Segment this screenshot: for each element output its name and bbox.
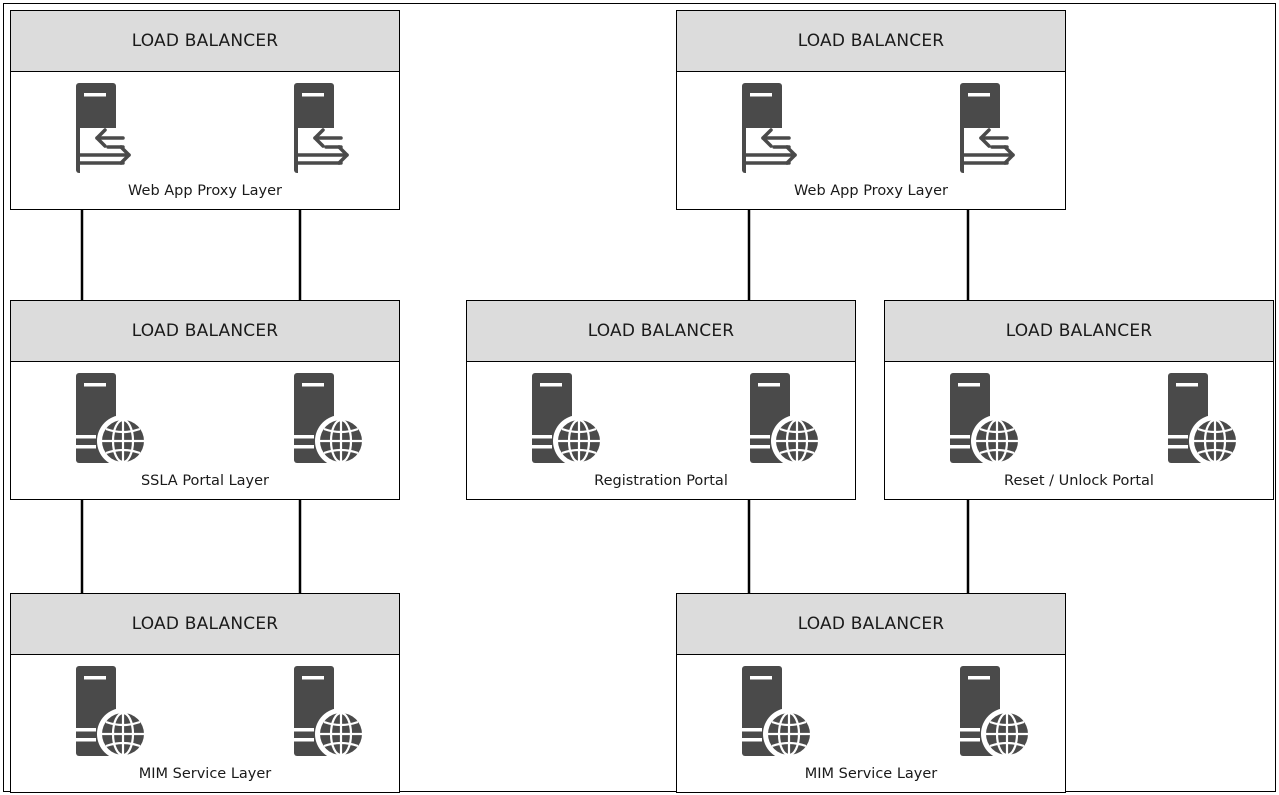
layer-label: MIM Service Layer: [804, 766, 938, 782]
web-server-icon: [729, 666, 829, 766]
load-balancer-header: LOAD BALANCER: [885, 301, 1273, 362]
mim-service-layer-box: LOAD BALANCER MIM Service Layer: [10, 593, 400, 793]
layer-label: Web App Proxy Layer: [128, 183, 282, 199]
web-server-icon: [63, 373, 163, 473]
web-server-icon: [281, 666, 381, 766]
mim-service-layer-box: LOAD BALANCER MIM Service Layer: [676, 593, 1066, 793]
layer-label: Reset / Unlock Portal: [1004, 473, 1154, 489]
proxy-server-icon: [947, 83, 1047, 183]
proxy-server-icon: [729, 83, 829, 183]
reset-unlock-portal-box: LOAD BALANCER Reset / Unlock Portal: [884, 300, 1274, 500]
load-balancer-header: LOAD BALANCER: [11, 11, 399, 72]
web-server-icon: [937, 373, 1037, 473]
layer-label: Web App Proxy Layer: [794, 183, 948, 199]
load-balancer-header: LOAD BALANCER: [677, 594, 1065, 655]
layer-label: MIM Service Layer: [138, 766, 272, 782]
load-balancer-header: LOAD BALANCER: [11, 301, 399, 362]
layer-label: Registration Portal: [594, 473, 728, 489]
web-app-proxy-layer-box: LOAD BALANCER Web App Proxy Layer: [10, 10, 400, 210]
web-app-proxy-layer-box: LOAD BALANCER Web App Proxy Layer: [676, 10, 1066, 210]
proxy-server-icon: [63, 83, 163, 183]
load-balancer-header: LOAD BALANCER: [677, 11, 1065, 72]
web-server-icon: [947, 666, 1047, 766]
layer-label: SSLA Portal Layer: [140, 473, 270, 489]
web-server-icon: [519, 373, 619, 473]
web-server-icon: [1155, 373, 1255, 473]
load-balancer-header: LOAD BALANCER: [11, 594, 399, 655]
registration-portal-box: LOAD BALANCER Registration Portal: [466, 300, 856, 500]
ssla-portal-layer-box: LOAD BALANCER SSLA Portal Layer: [10, 300, 400, 500]
web-server-icon: [737, 373, 837, 473]
proxy-server-icon: [281, 83, 381, 183]
web-server-icon: [63, 666, 163, 766]
web-server-icon: [281, 373, 381, 473]
load-balancer-header: LOAD BALANCER: [467, 301, 855, 362]
